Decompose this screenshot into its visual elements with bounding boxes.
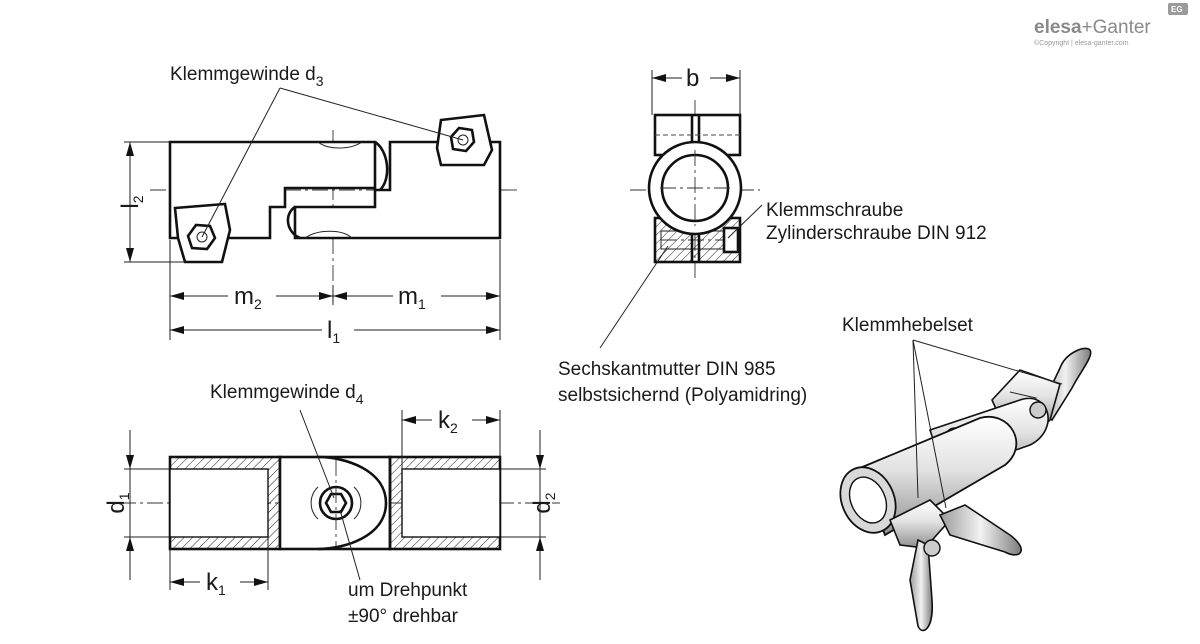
dim-b: b	[686, 65, 699, 92]
logo-badge-box	[1168, 3, 1188, 15]
logo-copyright: ©Copyright | elesa-ganter.com	[1034, 39, 1129, 47]
brand-logo: elesa+Ganter EG ©Copyright | elesa-gante…	[1034, 3, 1188, 47]
label-klemmhebelset: Klemmhebelset	[842, 315, 974, 336]
label-zylinderschraube: Zylinderschraube DIN 912	[766, 223, 987, 244]
label-klemmschraube: Klemmschraube	[766, 200, 903, 221]
label-drehpunkt: um Drehpunkt	[348, 580, 468, 601]
label-selbstsichernd: selbstsichernd (Polyamidring)	[558, 385, 807, 406]
dim-d1: d1	[103, 492, 132, 513]
hex-socket-icon	[324, 492, 348, 514]
logo-brand-plus: +	[1082, 17, 1093, 38]
dim-d2: d2	[529, 492, 558, 513]
logo-badge: EG	[1171, 5, 1183, 14]
label-klemmgewinde-d4: Klemmgewinde d4	[210, 382, 364, 407]
label-drehbar: ±90° drehbar	[348, 606, 459, 627]
isometric-illustration	[839, 339, 1092, 632]
dim-l1: l1	[327, 317, 340, 346]
dim-l2: l2	[117, 195, 146, 208]
dim-k2: k2	[438, 407, 458, 436]
svg-text:elesa+Ganter: elesa+Ganter	[1034, 17, 1151, 38]
hex-nut-icon	[186, 223, 217, 251]
label-sechskantmutter: Sechskantmutter DIN 985	[558, 359, 776, 380]
dim-m1: m1	[398, 283, 426, 312]
side-view	[124, 87, 520, 340]
label-klemmgewinde-d3: Klemmgewinde d3	[170, 64, 324, 89]
logo-brand-left: elesa	[1034, 17, 1082, 38]
dim-k1: k1	[206, 569, 226, 598]
logo-brand-right: Ganter	[1093, 17, 1152, 38]
section-view	[120, 409, 560, 590]
hex-nut-icon	[449, 126, 476, 153]
end-view	[599, 70, 763, 349]
dim-m2: m2	[234, 283, 262, 312]
